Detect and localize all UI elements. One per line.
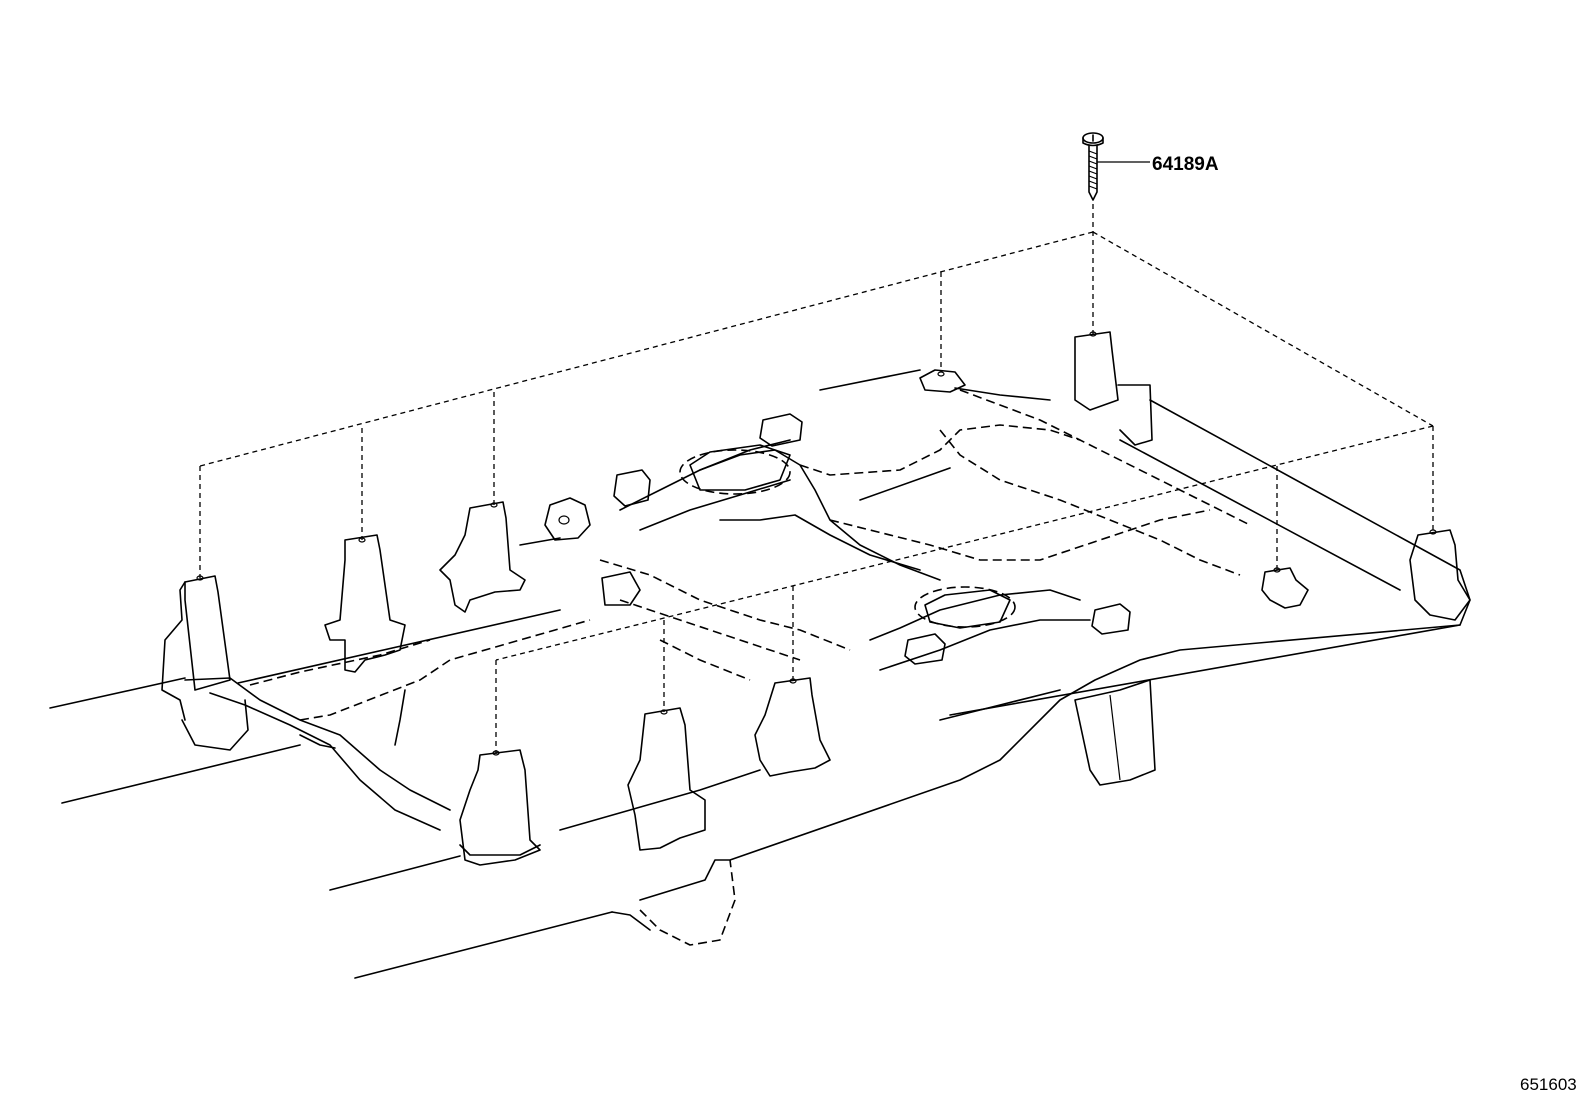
figure-number: 651603 [1520,1075,1577,1094]
frame-side-rails [49,369,1471,979]
suspension-mounts [679,444,1016,629]
mounting-outline [199,204,1434,754]
screw-icon[interactable] [1082,132,1104,201]
frame-cross-members [184,389,1251,831]
part-number-label[interactable]: 64189A [1152,154,1219,175]
body-mount-brackets [161,331,1471,946]
